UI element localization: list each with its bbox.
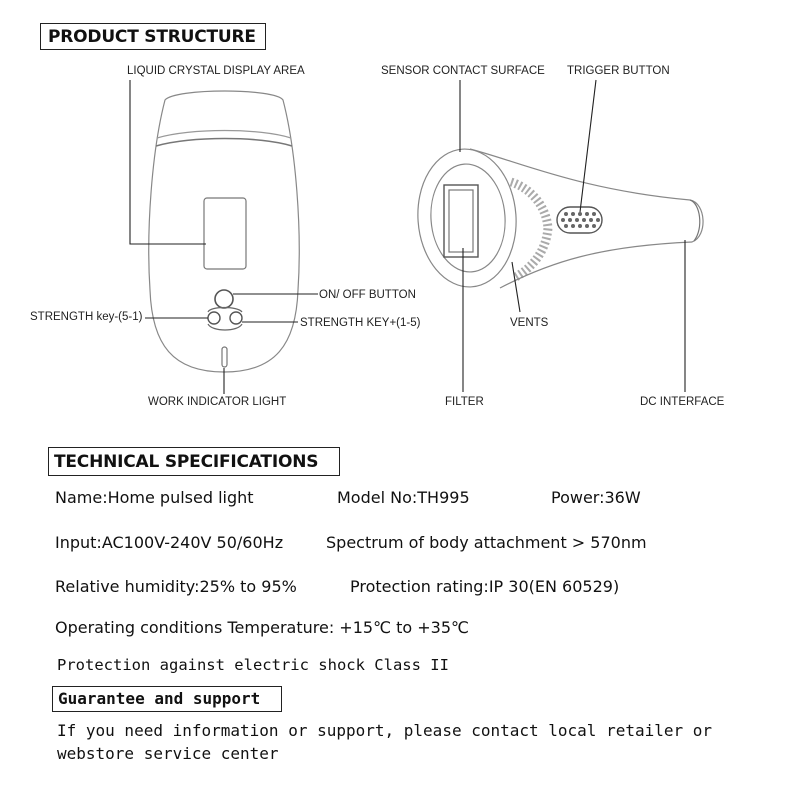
on-off-label: ON/ OFF BUTTON [319, 289, 416, 301]
trigger-button[interactable] [556, 206, 603, 234]
strength-minus-button[interactable] [207, 311, 221, 325]
trigger-leader-line [579, 79, 597, 213]
spec-electric-shock: Protection against electric shock Class … [57, 656, 449, 674]
support-text-line-2: webstore service center [57, 744, 279, 763]
spec-humidity: Relative humidity:25% to 95% [55, 577, 297, 596]
strength-plus-button[interactable] [229, 311, 243, 325]
strength-minus-label: STRENGTH key-(5-1) [30, 311, 143, 323]
support-text-line-1: If you need information or support, plea… [57, 721, 713, 740]
lcd-display [203, 197, 247, 270]
vents-leader-line [511, 261, 521, 313]
vents-label: VENTS [510, 317, 549, 329]
spec-name: Name:Home pulsed light [55, 488, 254, 507]
product-diagram [129, 79, 704, 394]
filter-window [443, 184, 479, 258]
work-light-label: WORK INDICATOR LIGHT [148, 396, 287, 408]
spec-operating-conditions: Operating conditions Temperature: +15℃ t… [55, 618, 470, 637]
spec-model: Model No:TH995 [337, 488, 470, 507]
lcd-label: LIQUID CRYSTAL DISPLAY AREA [127, 65, 305, 77]
product-structure-title: PRODUCT STRUCTURE [40, 23, 266, 50]
side-view-device [417, 148, 704, 289]
technical-specifications-title: TECHNICAL SPECIFICATIONS [48, 447, 340, 476]
sensor-label: SENSOR CONTACT SURFACE [381, 65, 545, 77]
filter-label: FILTER [445, 396, 484, 408]
on-off-button[interactable] [214, 289, 234, 309]
spec-input: Input:AC100V-240V 50/60Hz [55, 533, 284, 552]
lcd-leader-line [129, 80, 206, 245]
spec-power: Power:36W [551, 488, 641, 507]
spec-protection-rating: Protection rating:IP 30(EN 60529) [350, 577, 620, 596]
guarantee-title: Guarantee and support [52, 686, 282, 712]
work-indicator-light [221, 346, 228, 368]
front-view-device [148, 90, 300, 373]
strength-plus-label: STRENGTH KEY+(1-5) [300, 317, 421, 329]
dc-label: DC INTERFACE [640, 396, 725, 408]
trigger-label: TRIGGER BUTTON [567, 65, 670, 77]
vents [509, 177, 553, 282]
spec-spectrum: Spectrum of body attachment > 570nm [326, 533, 647, 552]
